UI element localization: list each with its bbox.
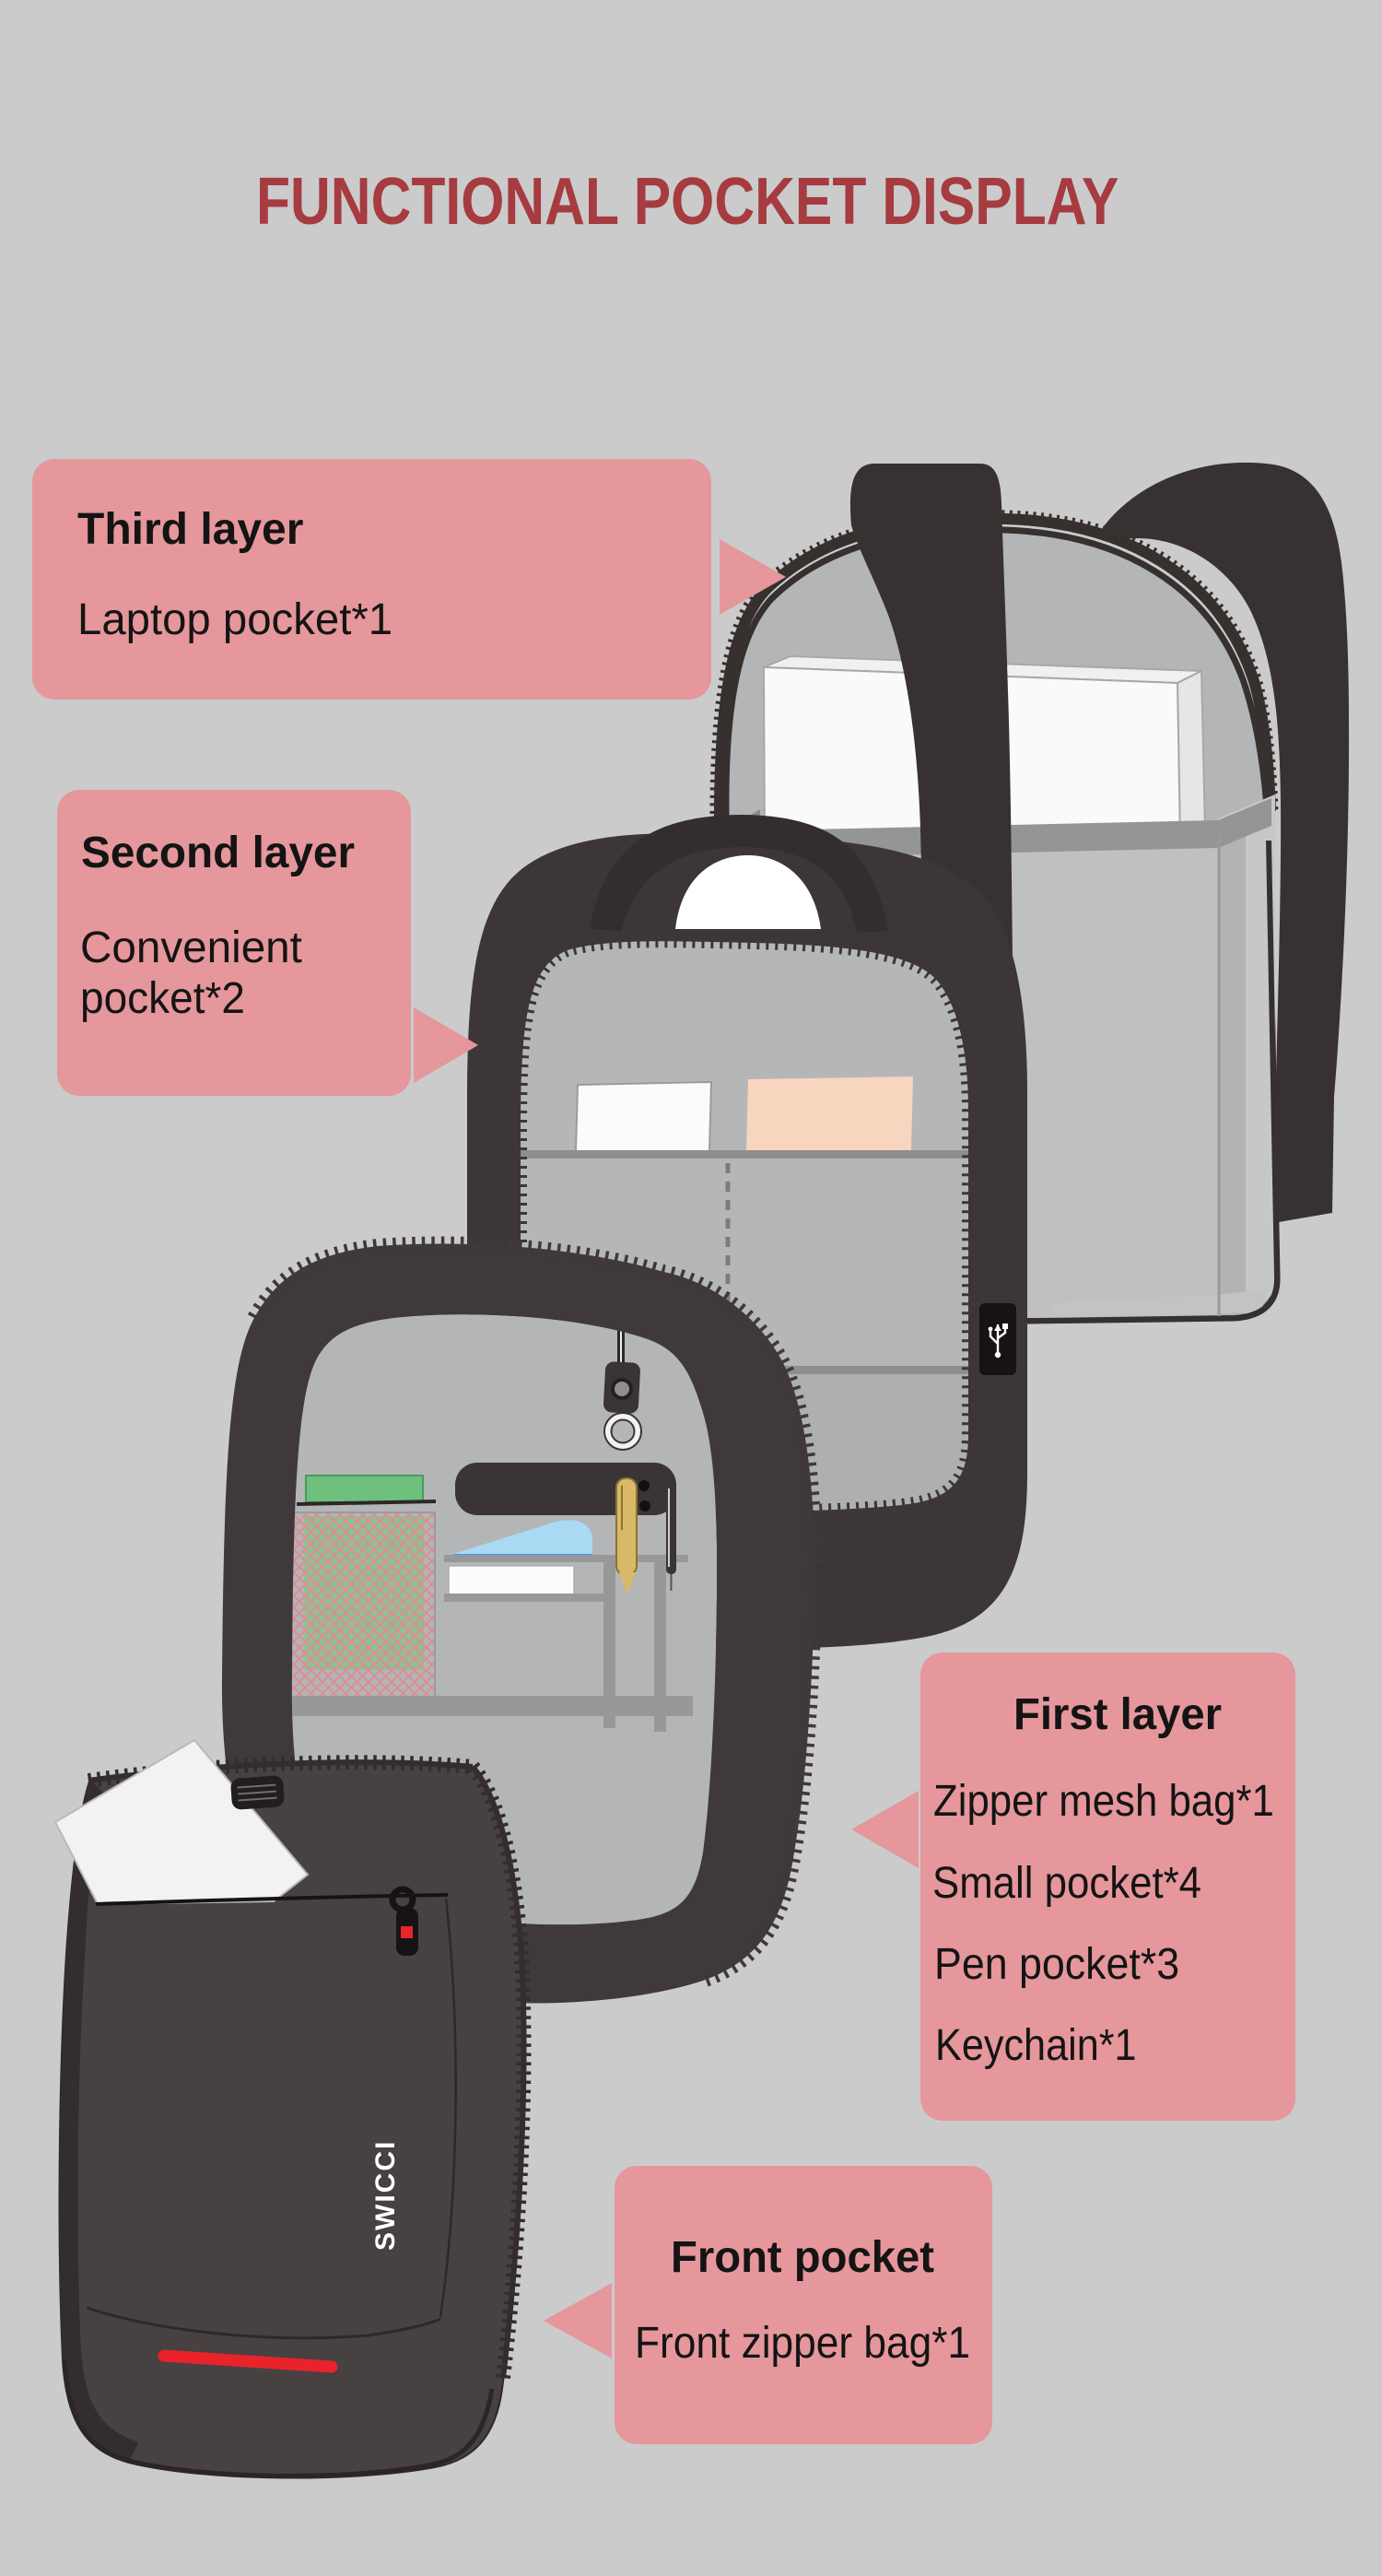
svg-text:SWICCI: SWICCI <box>370 2140 401 2251</box>
